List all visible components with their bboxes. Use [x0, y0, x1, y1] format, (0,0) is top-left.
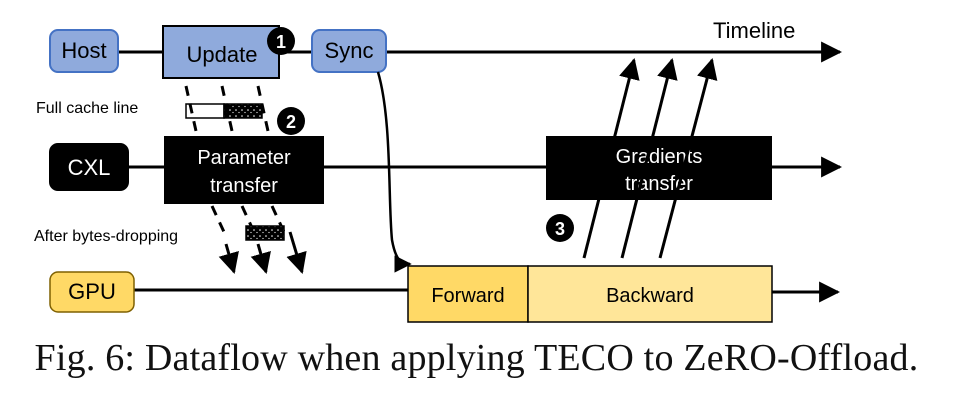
- update-to-param-dash-3: [256, 85, 272, 141]
- forward-box: [407, 265, 529, 323]
- host-label: Host: [61, 38, 106, 63]
- update-label: Update: [187, 42, 258, 67]
- sync-label: Sync: [325, 38, 374, 63]
- badge-3-icon: [546, 214, 574, 242]
- full-cache-line-label: Full cache line: [36, 100, 138, 117]
- param-to-gpu-arrow-3: [286, 231, 307, 275]
- backward-label: Backward: [606, 285, 694, 307]
- gpu-label: GPU: [68, 279, 116, 304]
- param-to-gpu-arrow-1: [218, 243, 239, 275]
- badge-3-label: 3: [555, 219, 565, 239]
- badge-1-icon: [267, 27, 295, 55]
- grad-up-arrow-2: [620, 57, 678, 259]
- parameter-transfer-label-line1: Parameter: [197, 147, 291, 169]
- badge-2-icon: [277, 107, 305, 135]
- sync-box: [311, 29, 387, 73]
- cxl-box: [49, 143, 129, 191]
- sync-to-forward-arrow: [376, 71, 412, 273]
- gradients-transfer-label-line2: transfer: [625, 173, 693, 195]
- grad-up-arrow-1: [582, 57, 640, 259]
- cxl-label: CXL: [68, 155, 111, 180]
- parameter-transfer-box: [164, 136, 324, 204]
- grad-up-arrow-3: [658, 57, 718, 259]
- timeline-label: Timeline: [713, 18, 795, 43]
- param-to-gpu-dash-1: [210, 205, 226, 233]
- after-bytes-dropping-label: After bytes-dropping: [34, 228, 178, 245]
- gpu-box: [49, 271, 135, 313]
- param-to-gpu-arrow-2: [250, 243, 271, 275]
- backward-box: [527, 265, 773, 323]
- update-to-param-dash-2: [220, 85, 236, 141]
- full-cache-line-data-block: [223, 103, 263, 119]
- gradients-transfer-label-line1: Gradients: [616, 146, 703, 168]
- update-to-param-dash-1: [184, 85, 200, 141]
- badge-1-label: 1: [276, 32, 286, 52]
- forward-label: Forward: [431, 285, 504, 307]
- parameter-transfer-label-line2: transfer: [210, 175, 278, 197]
- badge-2-label: 2: [286, 112, 296, 132]
- figure-caption: Fig. 6: Dataflow when applying TECO to Z…: [34, 337, 919, 379]
- host-box: [49, 29, 119, 73]
- update-box: [162, 25, 280, 79]
- gradients-transfer-box: [546, 136, 772, 200]
- after-bytes-dropping-block: [245, 225, 285, 241]
